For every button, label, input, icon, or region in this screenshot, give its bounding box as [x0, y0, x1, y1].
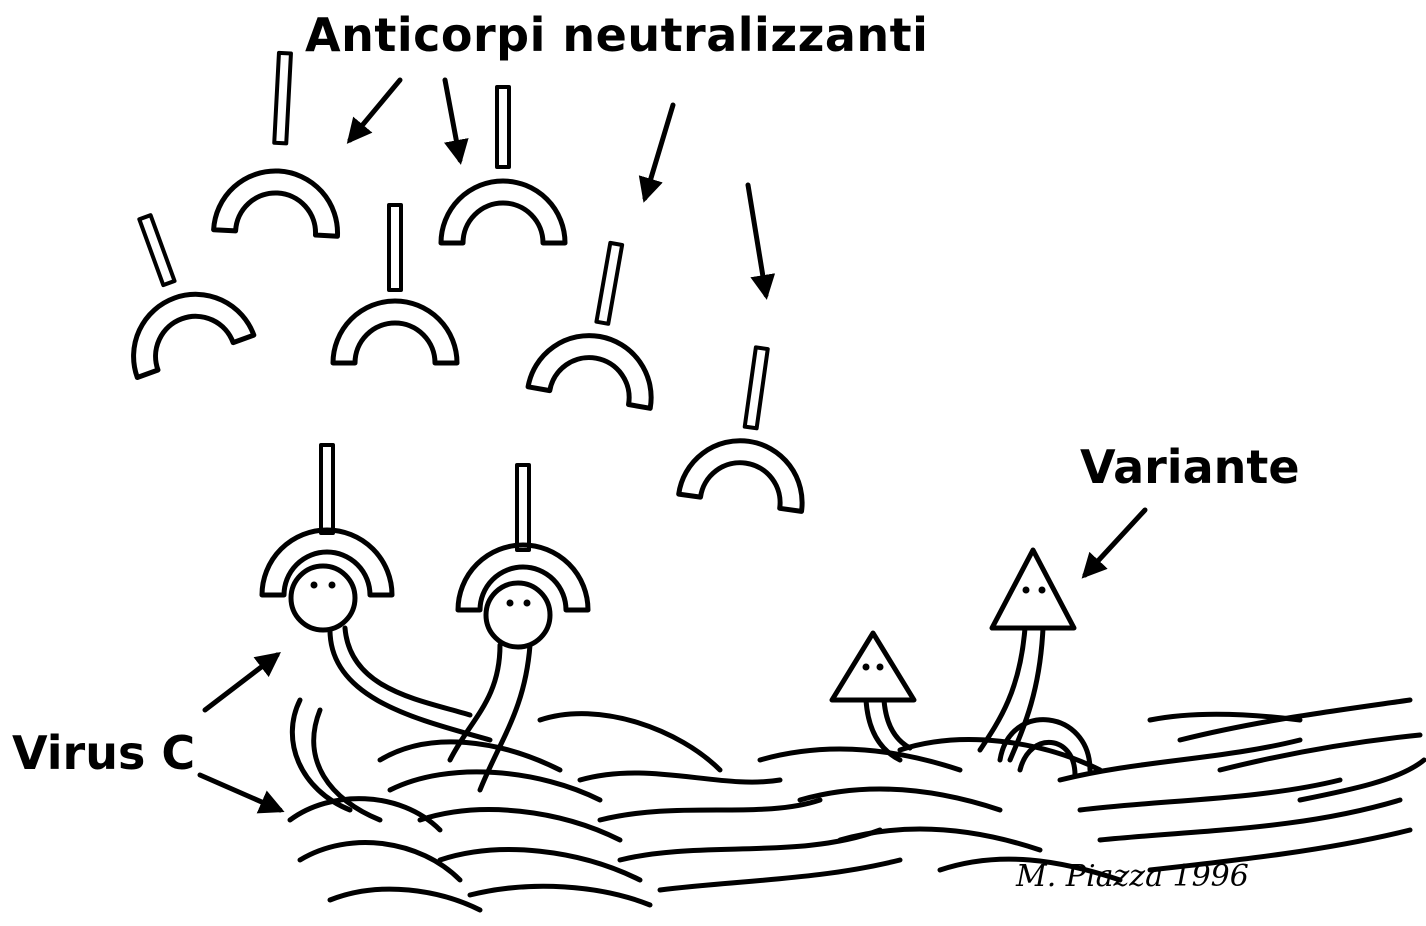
free-antibody-2: [87, 196, 254, 377]
antibodies-label: Anticorpi neutralizzanti: [305, 12, 928, 58]
virus-arrows: [200, 655, 280, 810]
arrow-antibody-2: [445, 80, 460, 160]
bound-antibody-2: [458, 465, 588, 610]
free-antibody-1: [214, 50, 347, 236]
variant-label: Variante: [1080, 444, 1300, 490]
arrow-virus-2: [200, 775, 280, 810]
free-antibody-6: [679, 340, 824, 512]
arrow-antibody-1: [350, 80, 400, 140]
virus-label: Virus C: [12, 730, 195, 776]
artist-signature: M. Piazza 1996: [1016, 862, 1249, 892]
free-antibody-5: [528, 233, 677, 408]
free-antibody-4: [441, 87, 565, 243]
variant-particle-1: [832, 633, 914, 760]
arrow-antibody-4: [748, 185, 766, 295]
bound-antibody-1: [262, 445, 392, 595]
variant-arrows: [1085, 510, 1145, 575]
antibody-arrows: [350, 80, 766, 295]
arrow-variant-1: [1085, 510, 1145, 575]
arrow-virus-1: [205, 655, 277, 710]
arrow-antibody-3: [645, 105, 673, 198]
free-antibody-3: [333, 205, 457, 363]
